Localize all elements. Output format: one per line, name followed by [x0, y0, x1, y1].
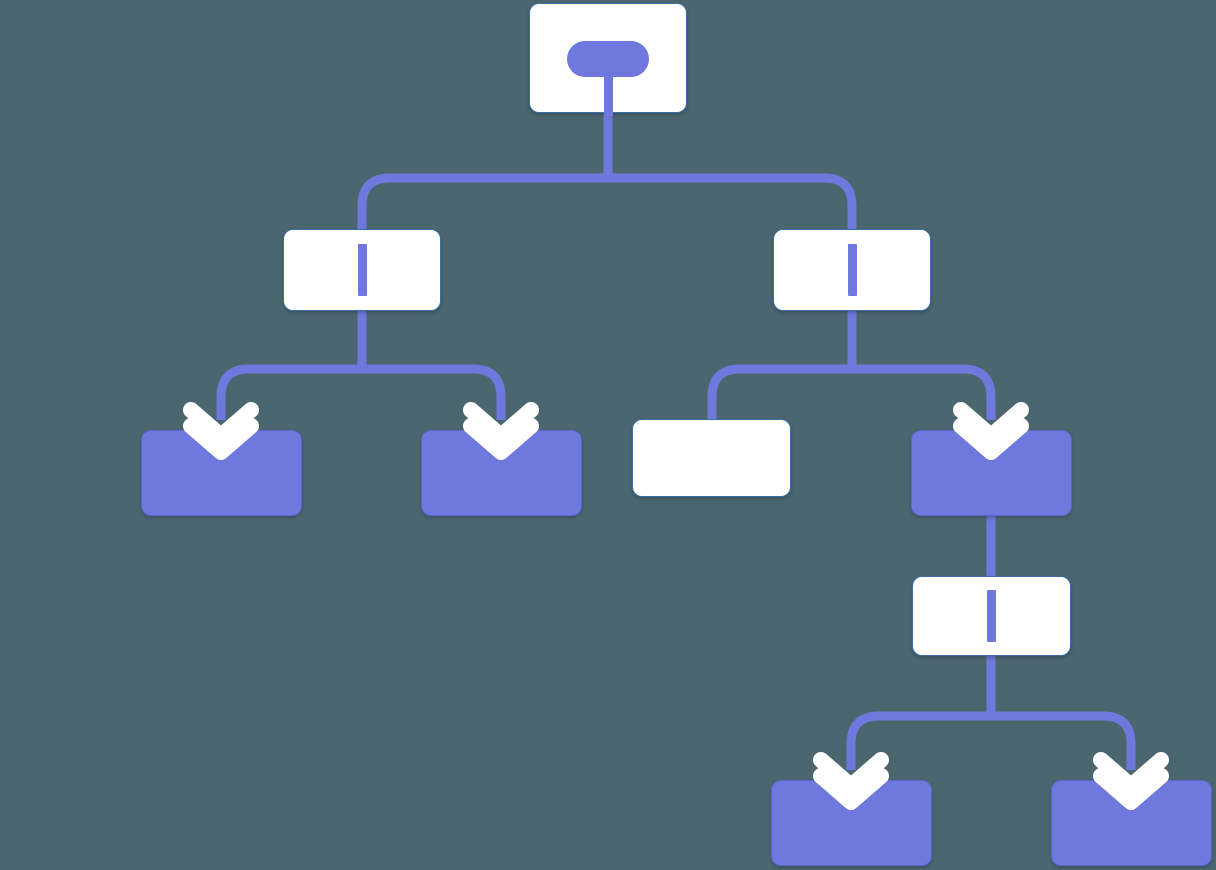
flow-node[interactable] [632, 419, 791, 497]
node-pass-through-line [987, 590, 996, 642]
flow-node[interactable] [421, 430, 582, 516]
node-pass-through-line [358, 244, 367, 296]
flow-node[interactable] [141, 430, 302, 516]
flow-node[interactable] [771, 780, 932, 866]
flow-node[interactable] [911, 430, 1072, 516]
node-stub-connector [604, 68, 613, 116]
node-pass-through-line [848, 244, 857, 296]
flow-node[interactable] [773, 229, 931, 311]
flow-node[interactable] [1051, 780, 1212, 866]
